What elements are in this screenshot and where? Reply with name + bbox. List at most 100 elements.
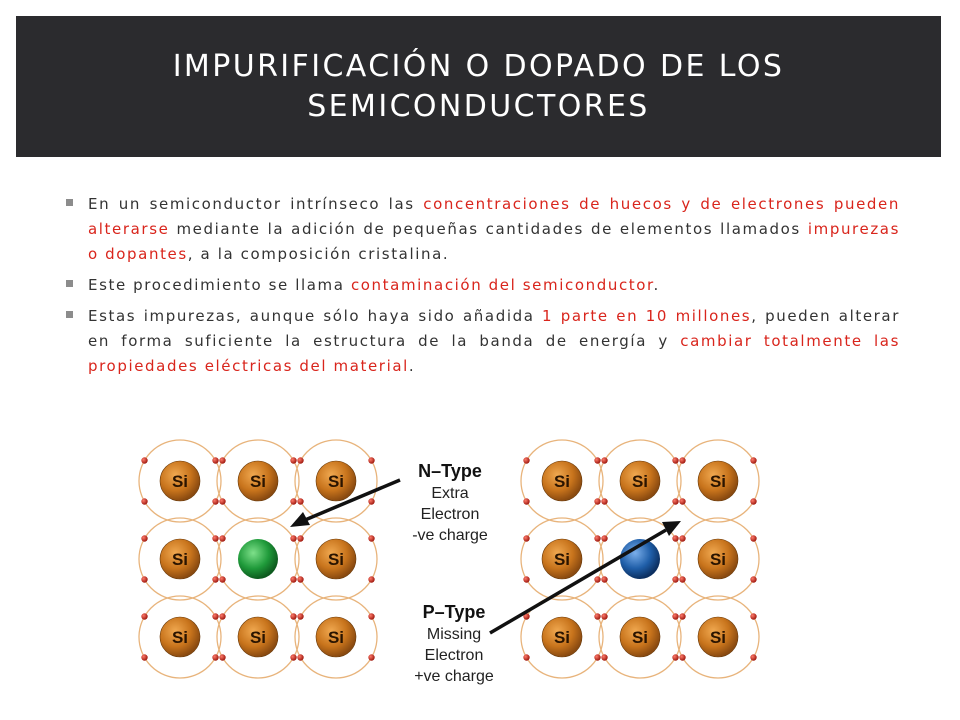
electron-dot xyxy=(679,613,686,620)
silicon-atom xyxy=(697,616,739,658)
electron-dot xyxy=(212,576,219,583)
atom-cell: Si xyxy=(138,517,222,601)
atom-cell: Si xyxy=(520,439,604,523)
highlighted-text: contaminación del semiconductor xyxy=(350,276,654,294)
silicon-atom xyxy=(697,460,739,502)
electron-dot xyxy=(601,457,608,464)
orbit-ring xyxy=(216,595,300,679)
electron-dot xyxy=(594,613,601,620)
electron-dot xyxy=(672,654,679,661)
electron-dot xyxy=(141,457,148,464)
orbit-ring xyxy=(598,439,682,523)
silicon-atom xyxy=(159,616,201,658)
si-label: Si xyxy=(632,628,648,647)
orbit-ring xyxy=(294,439,378,523)
electron-dot xyxy=(672,498,679,505)
electron-dot xyxy=(297,457,304,464)
electron-dot xyxy=(212,457,219,464)
si-label: Si xyxy=(554,550,570,569)
silicon-atom xyxy=(159,538,201,580)
si-label: Si xyxy=(328,628,344,647)
atom-cell: Si xyxy=(598,595,682,679)
si-label: Si xyxy=(710,628,726,647)
si-label: Si xyxy=(172,550,188,569)
electron-dot xyxy=(750,613,757,620)
n-type-heading: N–Type xyxy=(418,461,482,481)
silicon-atom xyxy=(159,460,201,502)
atom-cell xyxy=(598,517,682,601)
electron-dot xyxy=(594,535,601,542)
electron-dot xyxy=(750,535,757,542)
electron-dot xyxy=(594,498,601,505)
si-label: Si xyxy=(250,628,266,647)
electron-dot xyxy=(219,613,226,620)
si-label: Si xyxy=(328,472,344,491)
electron-dot xyxy=(290,535,297,542)
electron-dot xyxy=(672,457,679,464)
n-type-arrow xyxy=(290,478,401,527)
atom-cell: Si xyxy=(520,595,604,679)
silicon-atom xyxy=(315,460,357,502)
electron-dot xyxy=(594,654,601,661)
electron-dot xyxy=(594,457,601,464)
body-text: , pueden alterar en forma suficiente la … xyxy=(88,307,900,350)
electron-dot xyxy=(297,613,304,620)
p-type-arrow xyxy=(489,521,681,635)
p-type-label: P–Type Missing Electron +ve charge xyxy=(414,602,494,685)
body-text: , a la composición cristalina. xyxy=(187,245,450,263)
electron-dot xyxy=(212,654,219,661)
body-text: En un semiconductor intrínseco las xyxy=(88,195,424,213)
orbit-ring xyxy=(138,439,222,523)
electron-dot xyxy=(219,535,226,542)
electron-dot xyxy=(368,457,375,464)
atom-cell: Si xyxy=(676,439,760,523)
electron-dot xyxy=(601,535,608,542)
orbit-ring xyxy=(598,517,682,601)
highlighted-text: concentraciones de huecos y de electrone… xyxy=(88,195,900,238)
electron-dot xyxy=(523,613,530,620)
electron-dot xyxy=(219,654,226,661)
title-bar: IMPURIFICACIÓN O DOPADO DE LOS SEMICONDU… xyxy=(16,16,941,157)
si-label: Si xyxy=(172,472,188,491)
electron-dot xyxy=(219,457,226,464)
atom-cell: Si xyxy=(138,439,222,523)
p-type-line-3: +ve charge xyxy=(414,668,494,685)
bullet-item: En un semiconductor intrínseco las conce… xyxy=(64,192,900,267)
electron-dot xyxy=(219,498,226,505)
electron-dot xyxy=(750,498,757,505)
electron-dot xyxy=(672,576,679,583)
si-label: Si xyxy=(710,550,726,569)
orbit-ring xyxy=(520,595,604,679)
body-text: mediante la adición de pequeñas cantidad… xyxy=(169,220,808,238)
electron-dot xyxy=(368,613,375,620)
orbit-ring xyxy=(294,517,378,601)
si-label: Si xyxy=(632,472,648,491)
electron-dot xyxy=(297,654,304,661)
electron-dot xyxy=(212,535,219,542)
electron-dot xyxy=(523,498,530,505)
n-type-line-3: -ve charge xyxy=(412,527,488,544)
electron-dot xyxy=(290,457,297,464)
si-label: Si xyxy=(250,472,266,491)
electron-dot xyxy=(679,498,686,505)
p-type-heading: P–Type xyxy=(423,602,486,622)
atom-cell: Si xyxy=(598,439,682,523)
orbit-ring xyxy=(138,595,222,679)
electron-dot xyxy=(750,457,757,464)
atom-cell: Si xyxy=(676,517,760,601)
n-type-label: N–Type Extra Electron -ve charge xyxy=(412,461,488,544)
silicon-atom xyxy=(697,538,739,580)
orbit-ring xyxy=(216,439,300,523)
si-label: Si xyxy=(554,472,570,491)
silicon-atom xyxy=(315,538,357,580)
electron-dot xyxy=(368,535,375,542)
atom-cell: Si xyxy=(676,595,760,679)
n-dopant-atom xyxy=(238,539,278,579)
bullet-square-icon xyxy=(66,280,73,287)
silicon-atom xyxy=(237,616,279,658)
electron-dot xyxy=(297,498,304,505)
silicon-atom xyxy=(541,616,583,658)
orbit-ring xyxy=(138,517,222,601)
